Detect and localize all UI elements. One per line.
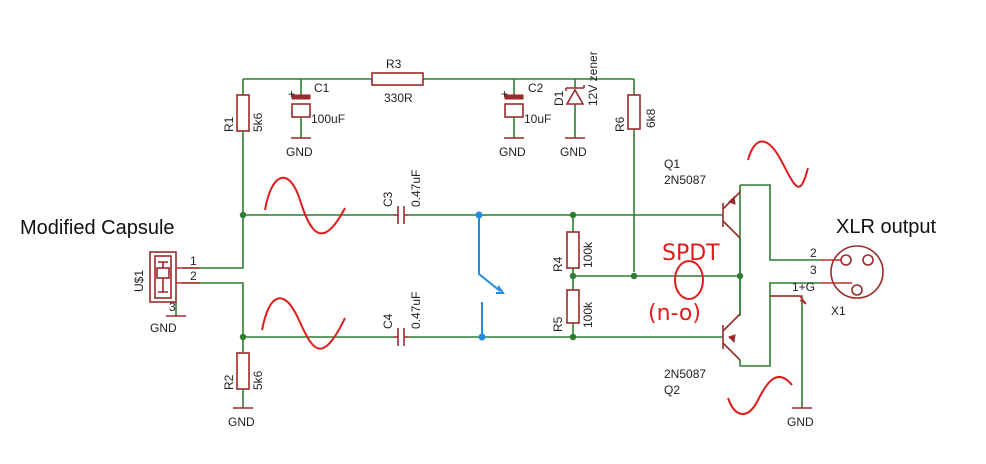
spdt-switch — [475, 211, 505, 341]
svg-text:GND: GND — [787, 415, 814, 429]
transistor-q1: Q1 2N5087 — [664, 157, 741, 239]
svg-text:X1: X1 — [831, 304, 846, 318]
spdt-annotation: SPDT (n-o) — [648, 241, 720, 326]
zener-diode-d1: D1 12V zener — [552, 51, 600, 106]
svg-text:C1: C1 — [314, 81, 330, 95]
gnd-symbols: GND GND GND GND GND GND — [150, 137, 814, 429]
resistor-r1: R1 5k6 — [222, 94, 265, 132]
signal-waveforms — [261, 140, 809, 415]
capacitor-c4: C4 0.47uF — [381, 292, 423, 346]
svg-text:+: + — [501, 87, 508, 101]
svg-text:C4: C4 — [381, 313, 395, 329]
svg-text:0.47uF: 0.47uF — [409, 292, 423, 329]
svg-text:R5: R5 — [551, 316, 565, 332]
svg-text:2N5087: 2N5087 — [664, 367, 706, 381]
svg-text:R1: R1 — [222, 116, 236, 132]
svg-text:R4: R4 — [551, 256, 565, 272]
svg-text:GND: GND — [286, 145, 313, 159]
capacitor-c3: C3 0.47uF — [381, 170, 423, 224]
capacitor-c2: + C2 10uF — [501, 81, 551, 126]
wires — [175, 78, 820, 408]
svg-text:+: + — [288, 87, 295, 101]
resistor-r4: R4 100k — [551, 231, 595, 272]
svg-text:1: 1 — [190, 254, 197, 268]
xlr-title: XLR output — [836, 216, 937, 238]
capacitor-c1: + C1 100uF — [288, 81, 345, 126]
capsule-title: Modified Capsule — [20, 217, 175, 239]
xlr-connector-x1: 2 3 1+G X1 — [770, 245, 884, 318]
svg-text:Q1: Q1 — [664, 157, 680, 171]
svg-text:1+G: 1+G — [792, 280, 815, 294]
svg-text:R2: R2 — [222, 374, 236, 390]
resistor-r6: R6 6k8 — [613, 94, 658, 132]
svg-text:D1: D1 — [552, 90, 566, 106]
svg-text:C2: C2 — [528, 81, 544, 95]
svg-text:12V zener: 12V zener — [586, 51, 600, 106]
svg-text:100k: 100k — [581, 241, 595, 268]
svg-text:SPDT: SPDT — [662, 241, 720, 266]
svg-text:0.47uF: 0.47uF — [409, 170, 423, 207]
svg-text:100uF: 100uF — [311, 112, 345, 126]
svg-text:GND: GND — [560, 145, 587, 159]
capsule-u1: U$1 1 2 3 — [132, 251, 200, 314]
svg-text:GND: GND — [499, 145, 526, 159]
svg-text:100k: 100k — [581, 301, 595, 328]
resistor-r5: R5 100k — [551, 289, 595, 332]
svg-text:GND: GND — [228, 415, 255, 429]
svg-text:2: 2 — [810, 246, 817, 260]
svg-text:Q2: Q2 — [664, 383, 680, 397]
svg-text:R6: R6 — [613, 116, 627, 132]
svg-text:U$1: U$1 — [132, 270, 146, 292]
resistor-r2: R2 5k6 — [222, 352, 265, 390]
svg-text:5k6: 5k6 — [251, 370, 265, 390]
resistor-r3: R3 330R — [371, 57, 424, 105]
svg-text:C3: C3 — [381, 191, 395, 207]
svg-text:2N5087: 2N5087 — [664, 173, 706, 187]
svg-text:GND: GND — [150, 321, 177, 335]
transistor-q2: 2N5087 Q2 — [664, 313, 741, 397]
svg-text:10uF: 10uF — [524, 112, 551, 126]
svg-text:3: 3 — [169, 300, 176, 314]
svg-text:2: 2 — [190, 269, 197, 283]
svg-text:6k8: 6k8 — [644, 108, 658, 128]
svg-text:3: 3 — [810, 263, 817, 277]
svg-text:(n-o): (n-o) — [648, 301, 701, 326]
svg-text:330R: 330R — [384, 91, 413, 105]
svg-text:R3: R3 — [386, 57, 402, 71]
svg-text:5k6: 5k6 — [251, 112, 265, 132]
